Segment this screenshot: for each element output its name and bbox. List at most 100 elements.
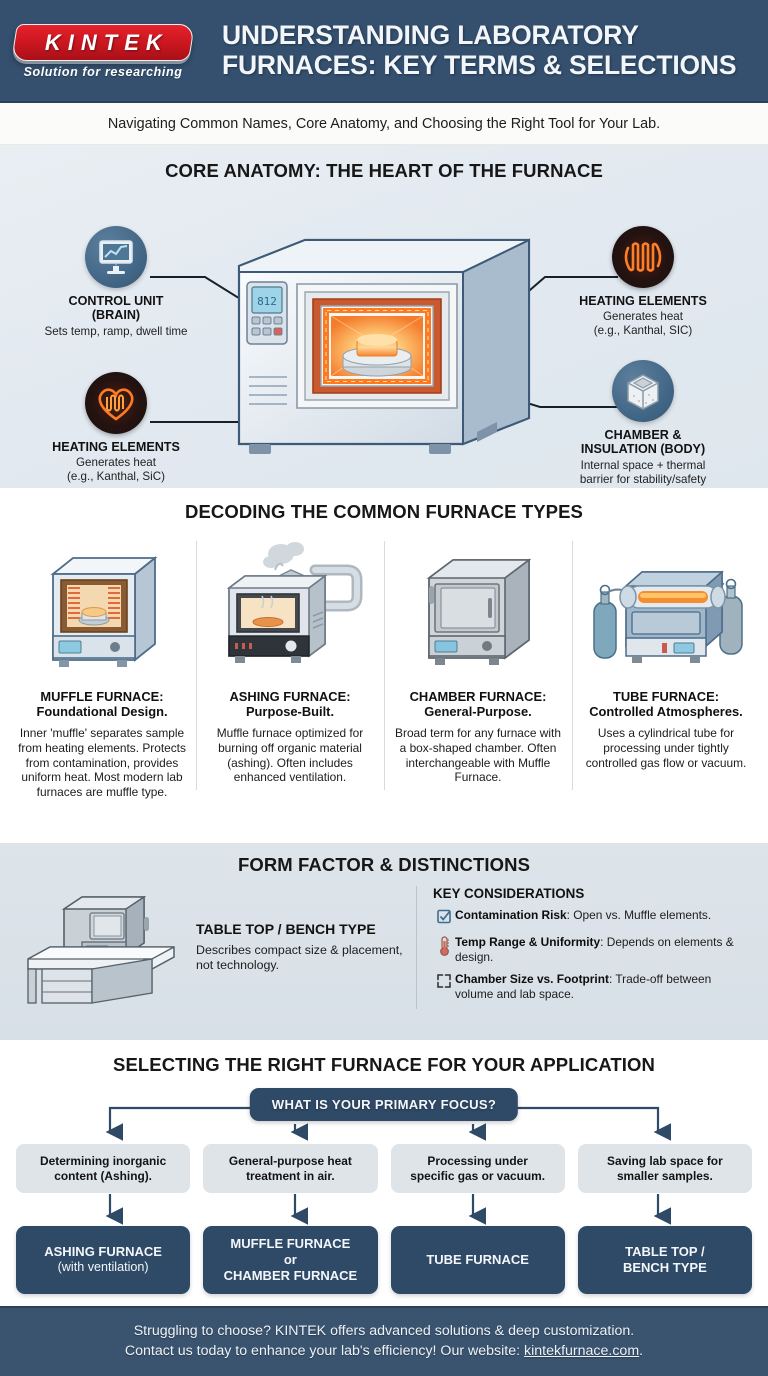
furnace-type-name-line1: TUBE FURNACE: (613, 689, 719, 704)
anatomy-node-title: HEATING ELEMENTS (579, 294, 707, 308)
option-line1: Saving lab space for (607, 1154, 723, 1169)
key-consideration-term: Temp Range & Uniformity (455, 935, 601, 949)
furnace-type-name-line1: ASHING FURNACE: (229, 689, 351, 704)
answer-line1: ASHING FURNACE (44, 1244, 162, 1260)
subtitle-band: Navigating Common Names, Core Anatomy, a… (0, 103, 768, 145)
anatomy-node-title: HEATING ELEMENTS (52, 440, 180, 454)
key-consideration-term: Chamber Size vs. Footprint (455, 971, 609, 986)
anatomy-node-desc-line1: Generates heat (76, 456, 156, 470)
page-title-line1: UNDERSTANDING LABORATORY (222, 19, 639, 50)
furnace-type-desc: Uses a cylindrical tube for processing u… (585, 726, 747, 770)
anatomy-node-title: CONTROL UNIT (BRAIN) (18, 294, 214, 323)
furnace-type-desc: Broad term for any furnace with a box-sh… (395, 726, 561, 785)
page-header: KINTEK Solution for researching UNDERSTA… (0, 0, 768, 103)
decision-option-card[interactable]: General-purpose heat treatment in air. (203, 1144, 378, 1193)
option-line1: Determining inorganic (40, 1154, 167, 1169)
decision-answer-card[interactable]: TABLE TOP / BENCH TYPE (577, 1226, 752, 1294)
furnace-type-name-line2: General-Purpose. (424, 704, 532, 720)
furnace-type-name-line2: Controlled Atmospheres. (589, 704, 743, 720)
option-line2: specific gas or vacuum. (410, 1168, 546, 1183)
anatomy-node-desc-line2: (e.g., Kanthal, SIC) (593, 324, 693, 338)
key-consideration-text: Contamination Risk: Open vs. Muffle elem… (455, 908, 711, 928)
key-consideration-item: Contamination Risk: Open vs. Muffle elem… (433, 908, 752, 928)
anatomy-node-desc-line2: (e.g., Kanthal, SiC) (67, 470, 165, 484)
decision-options-row: Determining inorganic content (Ashing). … (0, 1144, 768, 1193)
decision-option-card[interactable]: Determining inorganic content (Ashing). (16, 1144, 191, 1193)
flow-connector-lines (105, 1106, 672, 1225)
furnace-types-title: DECODING THE COMMON FURNACE TYPES (185, 501, 583, 522)
thermometer-icon (433, 935, 455, 956)
tube-furnace-illustration (581, 535, 751, 680)
primary-focus-node[interactable]: WHAT IS YOUR PRIMARY FOCUS? (249, 1088, 519, 1121)
furnace-type-card: TUBE FURNACE: Controlled Atmospheres. Us… (572, 535, 760, 800)
anatomy-node-title-line1: CHAMBER & (604, 428, 682, 442)
anatomy-node-desc-line2: barrier for stability/safety (579, 472, 707, 486)
anatomy-node-chamber-insulation: CHAMBER & INSULATION (BODY) Internal spa… (545, 360, 741, 487)
furnace-type-name: CHAMBER FURNACE: General-Purpose. (393, 689, 563, 719)
key-consideration-detail: : Open vs. Muffle elements. (566, 908, 712, 922)
furnace-type-name-line2: Purpose-Built. (245, 704, 335, 720)
form-factor-body: TABLE TOP / BENCH TYPE Describes compact… (0, 886, 768, 1009)
page-title-line2: FURNACES: KEY TERMS & SELECTIONS (222, 49, 737, 80)
answer-line3: CHAMBER FURNACE (223, 1267, 358, 1283)
furnace-types-grid: MUFFLE FURNACE: Foundational Design. Inn… (0, 535, 768, 800)
ashing-furnace-illustration (205, 535, 375, 680)
answer-line2: or (283, 1252, 297, 1268)
website-link[interactable]: kintekfurnace.com (524, 1343, 640, 1359)
anatomy-node-desc: Internal space + thermal barrier for sta… (545, 459, 741, 487)
option-line1: General-purpose heat (228, 1154, 352, 1169)
furnace-cutaway-illustration: 812 (237, 238, 531, 454)
footer-line1: Struggling to choose? KINTEK offers adva… (133, 1323, 635, 1340)
svg-text:812: 812 (257, 295, 277, 308)
selection-flow-title: SELECTING THE RIGHT FURNACE FOR YOUR APP… (113, 1054, 655, 1075)
option-line2: smaller samples. (616, 1168, 713, 1183)
monitor-icon (85, 226, 147, 288)
heating-coil-icon (612, 226, 674, 288)
option-line2: content (Ashing). (54, 1168, 152, 1183)
anatomy-diagram: 812 (0, 182, 768, 486)
anatomy-node-desc-line1: Internal space + thermal (580, 458, 706, 472)
anatomy-node-heating-elements-right: HEATING ELEMENTS Generates heat (e.g., K… (545, 226, 741, 338)
form-factor-text: TABLE TOP / BENCH TYPE Describes compact… (186, 921, 416, 974)
key-consideration-item: Temp Range & Uniformity: Depends on elem… (433, 935, 752, 965)
furnace-types-section: DECODING THE COMMON FURNACE TYPES (0, 488, 768, 843)
decision-answer-card[interactable]: ASHING FURNACE (with ventilation) (16, 1226, 191, 1294)
logo-plate: KINTEK (11, 24, 195, 61)
answer-line2: (with ventilation) (57, 1260, 149, 1275)
key-consideration-detail: : Depends on elements & design. (455, 935, 734, 964)
decision-flowchart: WHAT IS YOUR PRIMARY FOCUS? Determining … (0, 1084, 768, 1294)
insulation-cube-icon (612, 360, 674, 422)
furnace-type-desc: Inner 'muffle' separates sample from hea… (18, 726, 186, 799)
kintek-logo: KINTEK Solution for researching (11, 22, 206, 79)
footer-line2-text: Contact us today to enhance your lab's e… (124, 1343, 525, 1359)
option-line1: Processing under (427, 1154, 528, 1169)
anatomy-node-title-line1: CONTROL UNIT (68, 294, 164, 308)
bench-furnace-on-table-illustration (16, 887, 186, 1007)
key-consideration-text: Chamber Size vs. Footprint: Trade-off be… (455, 972, 752, 1002)
anatomy-node-heating-elements-left: HEATING ELEMENTS Generates heat (e.g., K… (18, 372, 214, 484)
decision-option-card[interactable]: Saving lab space for smaller samples. (577, 1144, 752, 1193)
footer-line2: Contact us today to enhance your lab's e… (125, 1342, 643, 1362)
page-footer: Struggling to choose? KINTEK offers adva… (0, 1306, 768, 1376)
decision-answer-card[interactable]: MUFFLE FURNACE or CHAMBER FURNACE (203, 1226, 378, 1294)
heart-coil-icon (85, 372, 147, 434)
checkbox-icon (433, 908, 455, 928)
answer-line1: TABLE TOP / (625, 1244, 705, 1260)
furnace-type-name: ASHING FURNACE: Purpose-Built. (205, 689, 375, 719)
furnace-type-card: ASHING FURNACE: Purpose-Built. Muffle fu… (196, 535, 384, 800)
subtitle-text: Navigating Common Names, Core Anatomy, a… (107, 115, 661, 132)
answer-line2: BENCH TYPE (622, 1260, 707, 1275)
furnace-type-desc: Muffle furnace optimized for burning off… (216, 726, 364, 785)
key-consideration-detail: : Trade-off between volume and lab space… (455, 971, 712, 1001)
furnace-type-name-line1: MUFFLE FURNACE: (40, 689, 164, 704)
furnace-type-name: TUBE FURNACE: Controlled Atmospheres. (581, 689, 751, 719)
core-anatomy-section: CORE ANATOMY: THE HEART OF THE FURNACE (0, 145, 768, 488)
answer-line1: MUFFLE FURNACE (230, 1236, 351, 1252)
decision-option-card[interactable]: Processing under specific gas or vacuum. (390, 1144, 565, 1193)
anatomy-node-title-line2: INSULATION (BODY) (580, 442, 706, 457)
decision-answer-card[interactable]: TUBE FURNACE (390, 1226, 565, 1294)
key-consideration-text: Temp Range & Uniformity: Depends on elem… (455, 935, 752, 965)
form-factor-label: TABLE TOP / BENCH TYPE (196, 920, 376, 937)
chamber-furnace-illustration (393, 535, 563, 680)
